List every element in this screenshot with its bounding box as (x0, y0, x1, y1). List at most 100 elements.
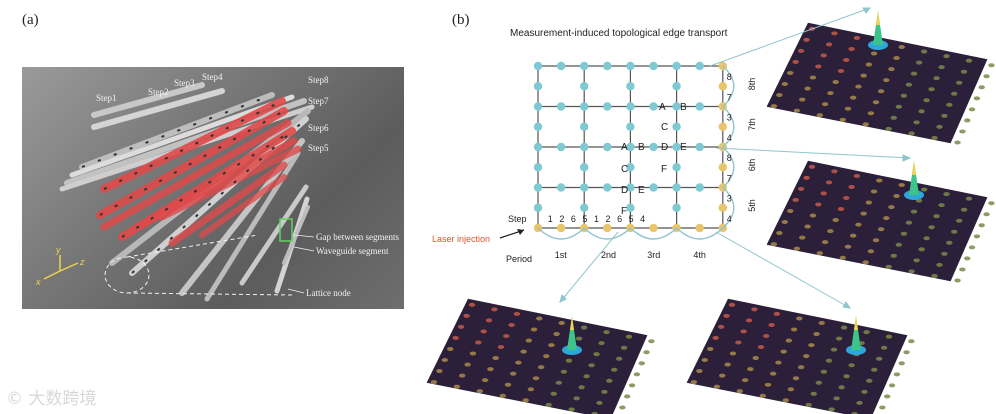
plate-node (481, 378, 489, 383)
plate-node (931, 273, 938, 278)
lattice-node (533, 203, 543, 212)
plate-node (839, 255, 846, 260)
lattice-node (626, 142, 635, 152)
plate-node (550, 391, 557, 396)
plate-node (872, 238, 880, 243)
plate-node (548, 343, 555, 348)
plate-node (830, 347, 838, 352)
intensity-plates (426, 11, 995, 414)
plate-node (503, 333, 510, 338)
plate-node (701, 358, 708, 362)
plate-node (797, 365, 805, 370)
plate-node (965, 196, 973, 201)
plate-node (815, 64, 822, 69)
plate-node (588, 363, 595, 368)
plate-node (543, 354, 550, 359)
plate-node (787, 70, 794, 75)
lattice-node (695, 61, 704, 71)
plate-node (908, 131, 915, 136)
plate-node (900, 93, 908, 98)
lattice-node (672, 203, 681, 212)
plate-surface (426, 298, 648, 414)
peak-spike (567, 316, 577, 350)
plate-node (959, 267, 966, 272)
lattice-node (580, 82, 589, 91)
lattice-node (695, 102, 704, 111)
right-arc (722, 65, 735, 108)
lattice-node (626, 203, 635, 212)
lattice-node (672, 61, 681, 71)
lattice-node (533, 142, 543, 152)
plate-node (825, 358, 833, 363)
plate-node (792, 197, 799, 202)
plate-node (583, 374, 590, 379)
bottom-step-number: 1 (594, 214, 599, 224)
plate-node (928, 225, 935, 230)
plate-node (485, 318, 493, 323)
plate-node (968, 245, 976, 250)
plate-node (820, 53, 827, 58)
plate-node (880, 345, 888, 350)
plate-node (793, 246, 801, 251)
peak-spike (909, 161, 919, 195)
plate-node (831, 31, 838, 36)
plate-node (793, 108, 801, 113)
period-row-label: Period (506, 254, 532, 264)
plate-node (918, 109, 925, 114)
waveguide-array-photo: Step1 Step2 Step3 Step4 Step5 Step6 Step… (22, 67, 404, 309)
plate-node (780, 349, 787, 354)
plate-node (799, 235, 806, 240)
plate-node (965, 58, 973, 63)
plate-node (619, 405, 626, 410)
lattice-nodes (533, 61, 727, 233)
plate-node (747, 367, 754, 372)
plate-node (885, 126, 892, 131)
plate-connectors (559, 7, 912, 309)
hopping-arcs (537, 65, 735, 240)
plate-node (938, 65, 945, 70)
plate-node (960, 207, 968, 212)
axis-x-label: x (35, 277, 41, 287)
cell-letter: B (638, 142, 645, 153)
plate-node (804, 224, 811, 229)
plate-node (468, 302, 476, 307)
lattice-node (603, 183, 612, 192)
plate-node (955, 218, 963, 223)
plate-node (960, 69, 968, 74)
plate-node (763, 333, 770, 338)
plate-node (964, 256, 971, 261)
peak-spike (873, 11, 883, 45)
plate-node (900, 231, 908, 236)
plate-node (508, 322, 515, 327)
lattice-node (672, 183, 681, 192)
plate-node (978, 223, 985, 228)
plate-node (895, 242, 903, 247)
plate-node (723, 313, 730, 318)
lattice-node (626, 122, 635, 131)
bottom-step-number: 5 (582, 214, 587, 224)
right-step-number: 8 (727, 72, 732, 82)
plate-node (504, 382, 512, 387)
plate-node (558, 321, 565, 325)
plate-node (959, 129, 966, 134)
intensity-plate (426, 298, 655, 414)
plate-node (575, 336, 583, 341)
lattice-node (556, 142, 566, 152)
plate-node (883, 78, 890, 83)
plate-node (851, 411, 858, 414)
cell-letter: E (680, 142, 687, 153)
peak-tip (570, 316, 574, 330)
plate-node (951, 229, 958, 234)
bottom-step-number: 6 (617, 214, 622, 224)
step8-label: Step8 (308, 75, 329, 85)
right-step-number: 4 (727, 214, 732, 224)
plate-node (624, 394, 631, 399)
bottom-arc (676, 227, 724, 240)
step2-label: Step2 (148, 87, 169, 97)
plate-node (815, 202, 822, 207)
plate-node (850, 233, 857, 238)
plate-node (799, 97, 806, 102)
right-arc (722, 186, 735, 229)
plate-node (805, 402, 812, 407)
plate-node (860, 73, 867, 78)
